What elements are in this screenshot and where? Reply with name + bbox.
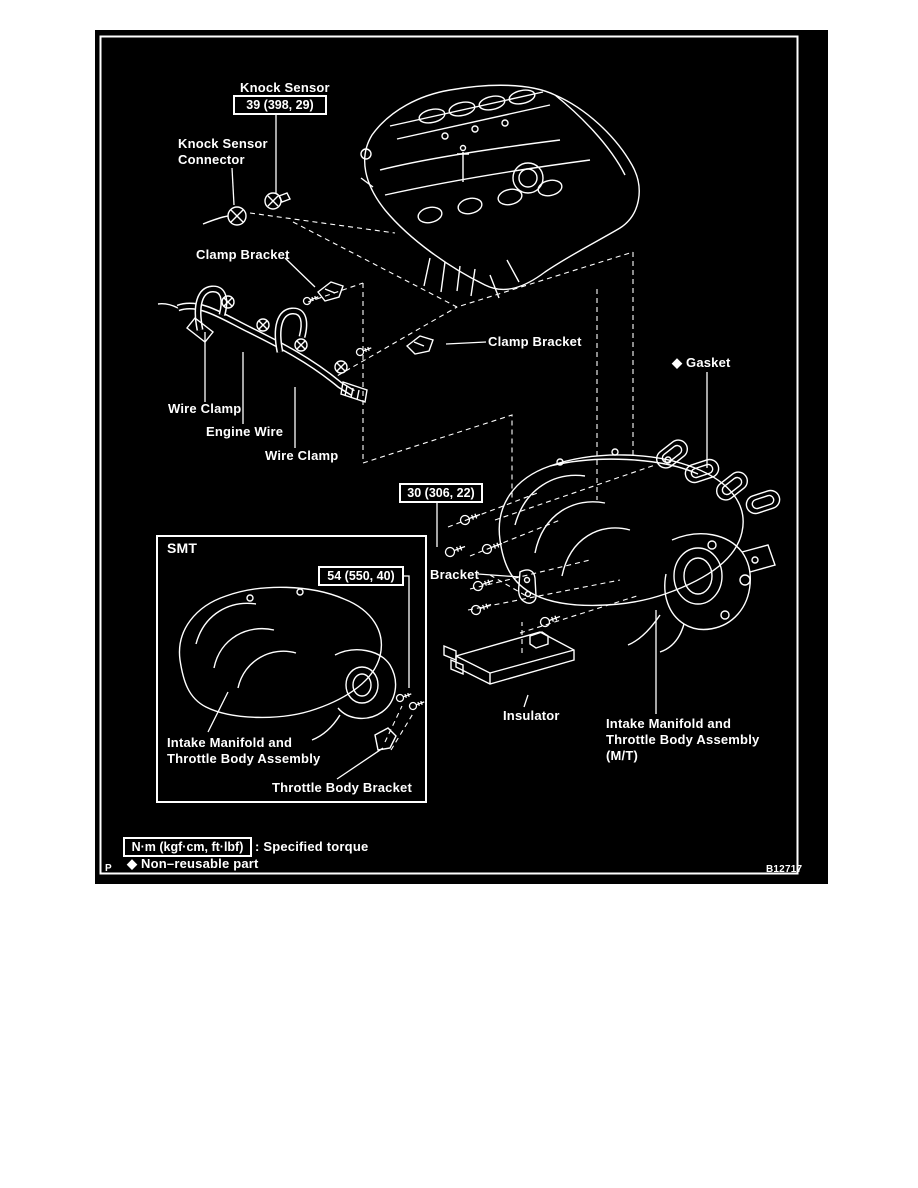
- mt-intake-manifold-label-line3: (M/T): [606, 748, 639, 763]
- page-corner-mark: P: [105, 863, 112, 874]
- gasket-label-text: Gasket: [686, 355, 731, 370]
- bolt-icons: [302, 295, 561, 711]
- smt-torque-box: 54 (550, 40): [318, 566, 404, 586]
- smt-inset-title: SMT: [167, 540, 198, 556]
- manifold-torque-box: 30 (306, 22): [399, 483, 483, 503]
- smt-intake-manifold-label-line1: Intake Manifold and: [167, 735, 293, 750]
- legend-torque-desc: : Specified torque: [255, 839, 369, 854]
- engine-wire-drawing: [157, 285, 368, 403]
- insulator-drawing: [443, 631, 575, 685]
- gasket-drawing: [655, 439, 781, 515]
- mt-intake-manifold-label-line1: Intake Manifold and: [606, 716, 732, 731]
- wire-clamp-left-label: Wire Clamp: [168, 401, 242, 416]
- knock-sensor-torque-box: 39 (398, 29): [233, 95, 327, 115]
- bracket-label: Bracket: [430, 567, 480, 582]
- non-reusable-diamond-legend-icon: ◆: [127, 856, 138, 871]
- figure-code: B12717: [766, 864, 803, 875]
- wire-clamp-right-label: Wire Clamp: [265, 448, 339, 463]
- engine-drawing: [360, 84, 640, 299]
- diagram-border-frame: [99, 35, 799, 875]
- manifold-smt-drawing: [178, 586, 397, 751]
- projection-dashed-lines: [249, 212, 656, 751]
- clamp-bracket-left-label: Clamp Bracket: [196, 247, 290, 262]
- clamp-bracket-parts: [317, 281, 434, 355]
- non-reusable-diamond-icon: ◆: [672, 355, 683, 370]
- mt-intake-manifold-label-line2: Throttle Body Assembly: [606, 732, 760, 747]
- knock-sensor-connector-label-line1: Knock Sensor: [178, 136, 268, 151]
- knock-sensor-parts: [202, 192, 291, 226]
- clamp-bracket-right-label: Clamp Bracket: [488, 334, 582, 349]
- diagram-panel: Knock Sensor 39 (398, 29) Knock Sensor C…: [95, 30, 828, 884]
- legend-non-reusable-text: Non–reusable part: [141, 856, 259, 871]
- knock-sensor-label: Knock Sensor: [240, 80, 330, 95]
- engine-wire-label: Engine Wire: [206, 424, 284, 439]
- gasket-label: ◆ Gasket: [672, 355, 731, 371]
- throttle-body-bracket-label: Throttle Body Bracket: [272, 780, 413, 795]
- smt-inset-frame: [156, 535, 427, 803]
- smt-intake-manifold-label-line2: Throttle Body Assembly: [167, 751, 321, 766]
- legend-non-reusable: ◆ Non–reusable part: [127, 856, 259, 872]
- knock-sensor-connector-label-line2: Connector: [178, 152, 245, 167]
- manifold-mt-drawing: [498, 448, 776, 653]
- legend-torque-unit-box: N·m (kgf·cm, ft·lbf): [123, 837, 252, 857]
- diagram-line-art: [99, 35, 799, 875]
- insulator-label: Insulator: [503, 708, 560, 723]
